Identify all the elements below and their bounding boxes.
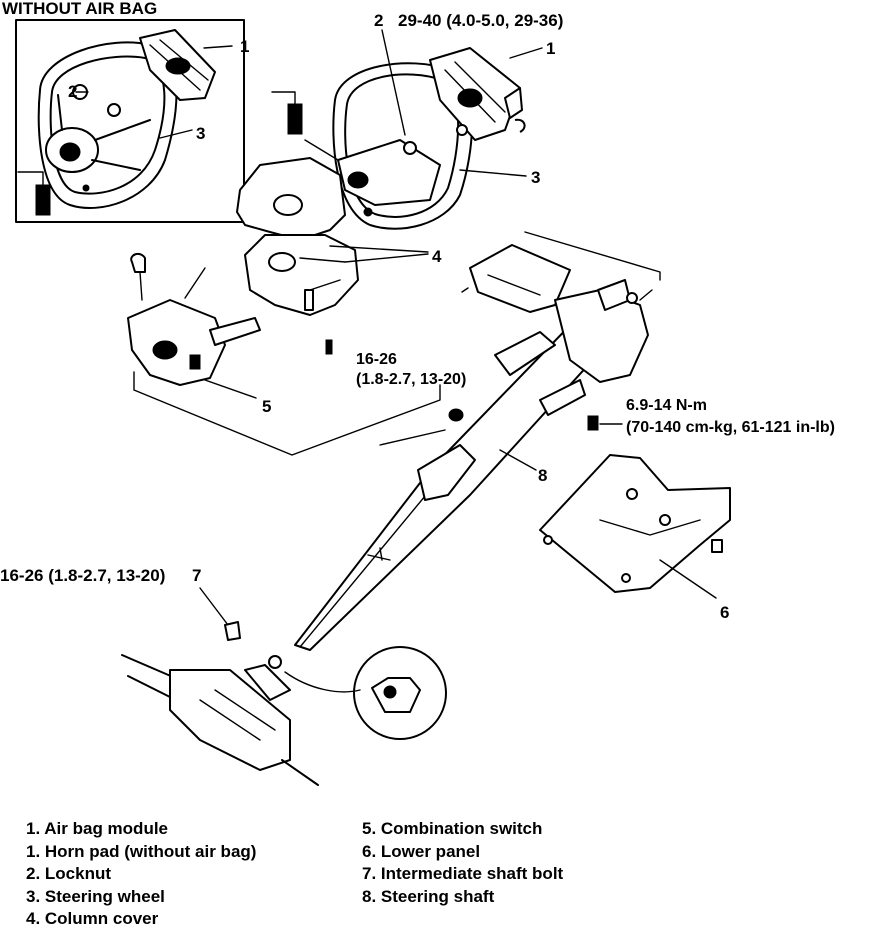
legend-item: 8. Steering shaft — [362, 886, 495, 906]
legend-item: 7. Intermediate shaft bolt — [362, 864, 564, 883]
steering-wheel — [332, 62, 473, 230]
upper-bracket — [461, 231, 661, 313]
inset-frame — [15, 19, 245, 223]
torque-a-line1: 16-26 — [356, 351, 397, 368]
column-cover — [236, 157, 359, 316]
legend-right: 5. Combination switch 6. Lower panel 7. … — [362, 818, 563, 908]
intermediate-shaft-bolt — [224, 621, 241, 641]
torque-locknut: 29-40 (4.0-5.0, 29-36) — [398, 11, 563, 30]
callout-5: 5 — [262, 397, 271, 416]
lower-panel — [539, 454, 731, 593]
combination-switch — [127, 252, 261, 386]
legend-item: 2. Locknut — [26, 864, 112, 883]
torque-b-line2: (70-140 cm-kg, 61-121 in-lb) — [626, 419, 835, 436]
inset-without-air-bag: WITHOUT AIR BAG 1 2 3 — [2, 0, 249, 223]
torque-a-line2: (1.8-2.7, 13-20) — [356, 371, 466, 388]
callout-6: 6 — [720, 603, 729, 622]
legend-item: 1. Horn pad (without air bag) — [26, 841, 257, 861]
legend-item: 4. Column cover — [26, 909, 159, 928]
legend-item: 6. Lower panel — [362, 841, 481, 861]
legend-left: 1. Air bag module 1. Horn pad (without a… — [26, 818, 256, 931]
inset-steering-wheel — [37, 41, 178, 209]
callout-4: 4 — [432, 247, 442, 266]
legend-item: 5. Combination switch — [362, 819, 543, 838]
grease-tube — [287, 103, 303, 135]
detail-magnifier — [353, 646, 447, 740]
inset-callout-3: 3 — [196, 124, 205, 143]
torque-7: 16-26 (1.8-2.7, 13-20) — [0, 566, 165, 585]
callout-1: 1 — [546, 39, 555, 58]
callout-7: 7 — [192, 566, 201, 585]
steering-column-exploded-diagram: WITHOUT AIR BAG 1 2 3 2 29-40 (4.0-5.0, … — [0, 0, 835, 786]
callout-8: 8 — [538, 466, 547, 485]
air-bag-module — [429, 47, 526, 141]
torque-b-line1: 6.9-14 N-m — [626, 397, 707, 414]
callout-2: 2 — [374, 11, 383, 30]
inset-title: WITHOUT AIR BAG — [2, 0, 157, 18]
inset-callout-1: 1 — [240, 37, 249, 56]
inset-callout-2: 2 — [68, 82, 77, 101]
callout-3: 3 — [531, 168, 540, 187]
legend-item: 1. Air bag module — [26, 819, 169, 838]
steering-shaft — [294, 279, 653, 651]
legend-item: 3. Steering wheel — [26, 886, 165, 906]
inset-grease-tube — [35, 184, 51, 216]
steering-gear — [121, 654, 319, 786]
